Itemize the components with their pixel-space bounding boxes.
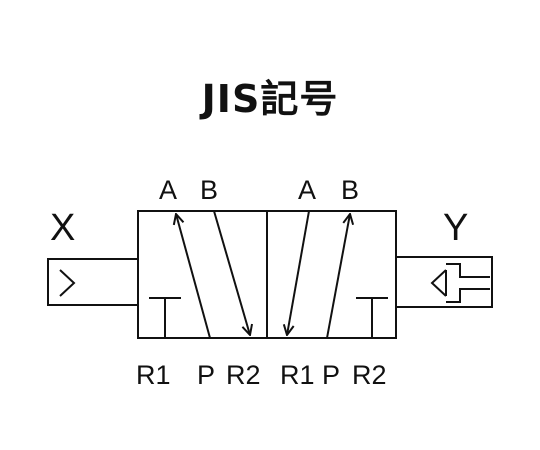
blocked-port-r2-symbol: [356, 297, 388, 338]
port-label-b: B: [200, 175, 218, 205]
left-position-flows: [149, 210, 250, 339]
port-label-r2: R2: [352, 360, 387, 390]
left-pilot-actuator: [47, 258, 139, 306]
valve-body: [137, 210, 397, 339]
port-label-b: B: [341, 175, 359, 205]
pilot-label-x: X: [50, 207, 75, 249]
right-position-flows: [287, 210, 388, 339]
port-label-r2: R2: [226, 360, 261, 390]
port-label-p: P: [322, 360, 340, 390]
port-label-a: A: [159, 175, 177, 205]
port-label-r1: R1: [136, 360, 171, 390]
flow-b-to-r2-arrow: [213, 210, 250, 335]
pilot-label-y: Y: [443, 207, 468, 249]
right-pilot-actuator: [395, 256, 493, 308]
flow-p-to-a-arrow: [176, 214, 211, 339]
flow-p-to-b-arrow: [326, 214, 350, 339]
blocked-port-r1-symbol: [149, 297, 181, 338]
page-title: JIS記号: [201, 77, 339, 121]
port-label-r1: R1: [280, 360, 315, 390]
port-label-p: P: [197, 360, 215, 390]
port-label-a: A: [298, 175, 316, 205]
flow-a-to-r1-arrow: [287, 210, 310, 335]
